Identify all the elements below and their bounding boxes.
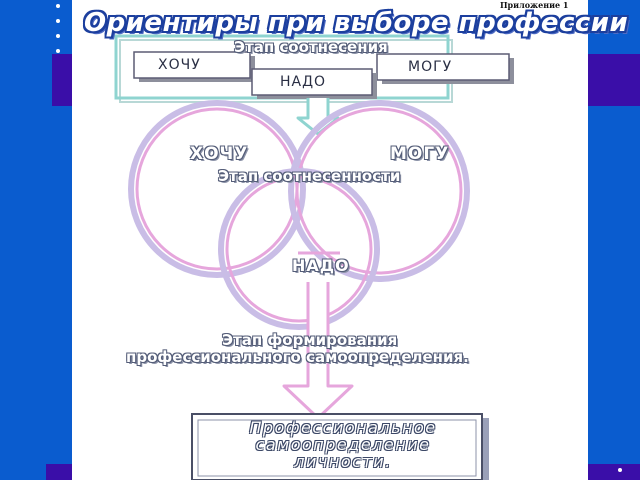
ring-want-inner [135,107,299,271]
stage3-heading-line2: профессионального самоопределения. [126,348,469,366]
result-line2: самоопределение [255,435,431,454]
ring-need-outer [218,168,380,330]
want-box [133,51,251,79]
slide-panel: Этап соотнесения ХОЧУ МОГУ НАДО ХОЧУ МОГ… [72,0,588,480]
stage1-heading: Этап соотнесения [234,38,388,56]
appendix-label: Приложение 1 [500,0,569,10]
slide-title: Ориентиры при выборе профессии [84,8,629,38]
stage2-can-label: МОГУ [390,144,450,164]
stage1-need-label: НАДО [280,74,327,90]
stage3-heading-line1: Этап формирования [222,331,398,349]
result-line3: личности. [294,452,392,471]
bullet-dot [56,4,60,8]
venn-rings [128,100,470,330]
result-box [191,413,483,480]
bullet-dot [56,49,60,53]
ring-can-inner [295,107,463,275]
result-box-inner [197,419,477,477]
result-text: Профессиональное самоопределение личност… [212,419,474,470]
bullet-dots [56,4,64,64]
background-band-bottom-right [584,464,640,480]
ring-need-inner [225,175,373,323]
ring-want-outer [128,100,306,278]
can-box [376,53,510,81]
ring-can-outer [288,100,470,282]
background-band-bottom-left [46,464,74,480]
stage1-want-label: ХОЧУ [158,57,201,73]
result-line1: Профессиональное [249,418,437,437]
stage2-need-label: НАДО [292,256,350,275]
stage2-heading: Этап соотнесенности [218,167,401,185]
stage1-can-label: МОГУ [408,59,453,75]
background-band-right [588,54,640,106]
bullet-dot [56,34,60,38]
need-box [251,68,373,96]
stage2-want-label: ХОЧУ [190,144,249,164]
bullet-dot [56,19,60,23]
bullet-dot-corner [618,468,622,472]
diagram-graphics [114,34,514,480]
background-band-left [52,54,74,106]
